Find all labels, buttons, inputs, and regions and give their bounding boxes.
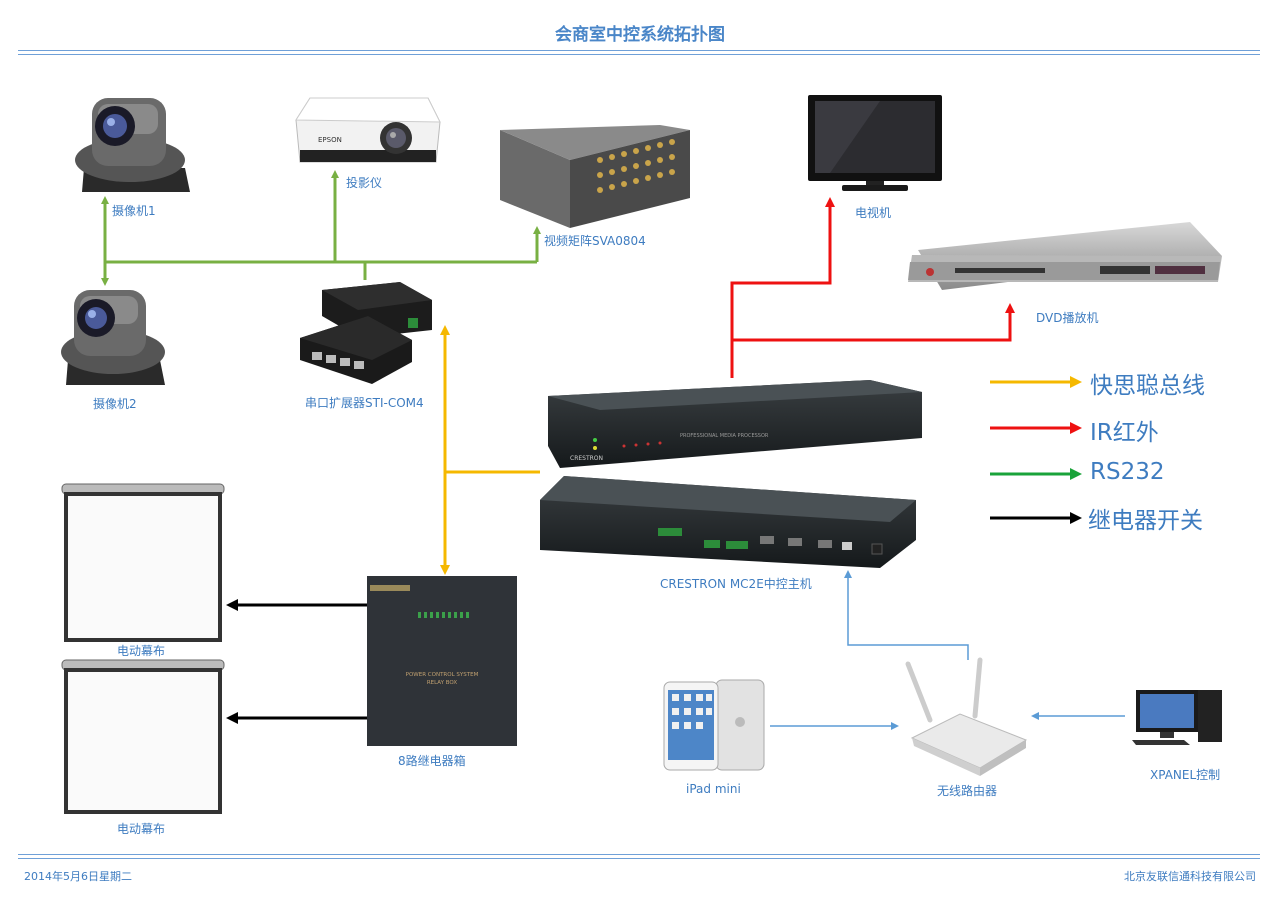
- network-links: [770, 570, 1125, 730]
- footer-rule-2: [18, 858, 1260, 859]
- header-rule: [18, 50, 1260, 51]
- screen1-image: [61, 483, 225, 642]
- footer-rule: [18, 854, 1260, 855]
- ipad-image: [663, 679, 765, 771]
- header-rule-2: [18, 54, 1260, 55]
- controller-brand-text: CRESTRON: [570, 455, 603, 462]
- label-camera1: 摄像机1: [112, 204, 156, 218]
- label-camera2: 摄像机2: [93, 397, 137, 411]
- label-serial-expander: 串口扩展器STI-COM4: [305, 396, 424, 410]
- legend-bus: 快思聪总线: [1090, 373, 1205, 399]
- controller-panel-text: PROFESSIONAL MEDIA PROCESSOR: [680, 433, 769, 439]
- controller-upper-image: CRESTRON PROFESSIONAL MEDIA PROCESSOR: [548, 380, 922, 468]
- label-ipad: iPad mini: [686, 782, 741, 796]
- relay-box-image: POWER CONTROL SYSTEM RELAY BOX: [367, 576, 517, 746]
- label-router: 无线路由器: [937, 784, 998, 798]
- label-xpanel: XPANEL控制: [1150, 768, 1221, 782]
- serial-expander-image: [300, 282, 432, 384]
- camera1-image: [75, 98, 190, 192]
- bus-links: [440, 325, 540, 575]
- label-controller: CRESTRON MC2E中控主机: [660, 577, 812, 591]
- xpanel-image: [1132, 690, 1222, 745]
- legend-ir: IR红外: [1090, 420, 1159, 446]
- legend-relay: 继电器开关: [1088, 508, 1203, 534]
- controller-lower-image: [540, 476, 916, 568]
- footer-company: 北京友联信通科技有限公司: [1124, 870, 1256, 883]
- label-screen1: 电动幕布: [117, 644, 166, 658]
- matrix-image: [500, 125, 690, 228]
- camera2-image: [61, 290, 165, 385]
- dvd-image: [908, 222, 1222, 290]
- projector-image: EPSON: [295, 97, 441, 163]
- relay-links: [226, 599, 367, 724]
- tv-image: [808, 95, 942, 191]
- legend-arrows: [990, 376, 1082, 524]
- legend-rs232: RS232: [1090, 459, 1165, 485]
- router-image: [905, 657, 1028, 776]
- label-projector: 投影仪: [346, 176, 383, 190]
- label-relay-box: 8路继电器箱: [398, 754, 466, 768]
- label-tv: 电视机: [855, 206, 892, 220]
- screen2-image: [61, 659, 225, 814]
- projector-brand-text: EPSON: [318, 136, 342, 144]
- label-dvd: DVD播放机: [1036, 311, 1099, 325]
- rs232-links: [101, 170, 541, 286]
- relay-line1-text: POWER CONTROL SYSTEM: [406, 672, 479, 678]
- relay-line2-text: RELAY BOX: [427, 680, 458, 686]
- label-matrix: 视频矩阵SVA0804: [544, 234, 646, 248]
- footer-date: 2014年5月6日星期二: [24, 870, 132, 883]
- ir-links: [730, 197, 1015, 378]
- page-title: 会商室中控系统拓扑图: [555, 25, 725, 45]
- label-screen2: 电动幕布: [117, 822, 166, 836]
